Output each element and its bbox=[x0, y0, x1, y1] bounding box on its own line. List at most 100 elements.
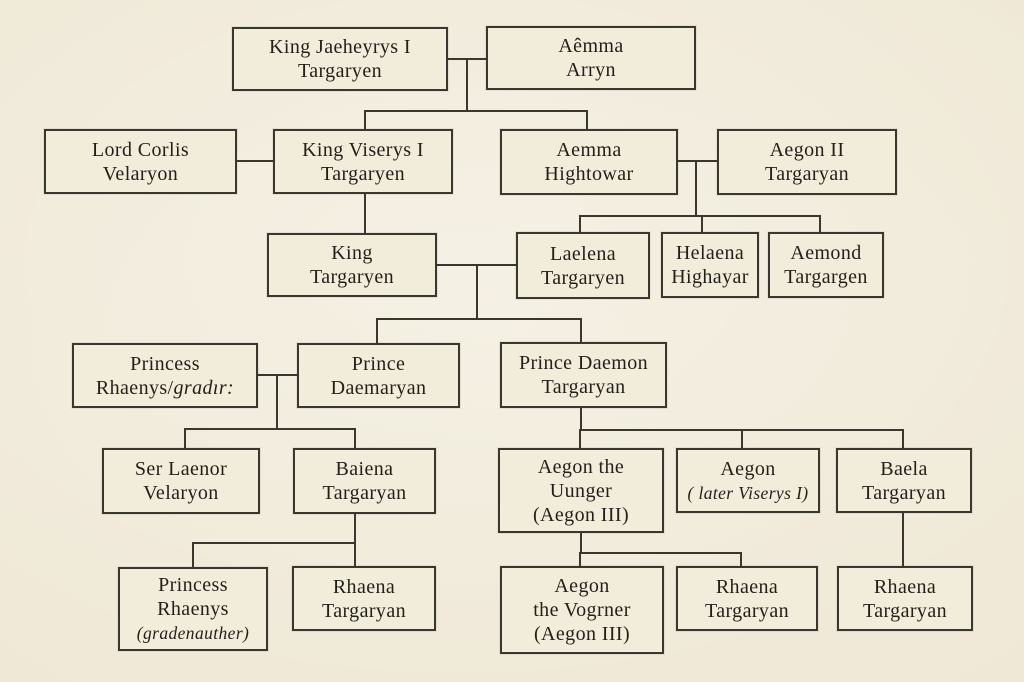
node-label-line: King Viserys I bbox=[302, 138, 424, 161]
tree-node-aegon-later-viserys: Aegon ( later Viserys I) bbox=[676, 448, 820, 513]
connector-line bbox=[364, 110, 588, 112]
node-label-line: Aemma bbox=[556, 139, 622, 161]
connector-line bbox=[701, 215, 703, 234]
node-label-segment-italic: gradır: bbox=[173, 376, 235, 399]
node-label-line: Rhaenys bbox=[157, 598, 229, 620]
node-label-line: Targaryen bbox=[320, 162, 405, 185]
connector-line bbox=[354, 514, 356, 544]
connector-line bbox=[237, 160, 275, 162]
connector-line bbox=[258, 374, 298, 376]
tree-node-prince-daemaryan: Prince Daemaryan bbox=[297, 343, 460, 408]
node-label-line: Rhaena bbox=[715, 575, 779, 598]
node-label-line: Targaryan bbox=[322, 482, 407, 504]
connector-line bbox=[579, 552, 742, 554]
connector-line bbox=[184, 428, 356, 430]
tree-node-helaena: Helaena Highayar bbox=[661, 232, 759, 298]
node-label-line: King bbox=[331, 242, 373, 264]
connector-line bbox=[476, 264, 478, 320]
tree-node-baiena: Baiena Targaryan bbox=[293, 448, 436, 514]
node-label-line: Aegon bbox=[720, 457, 776, 480]
node-label-line: Aegon bbox=[554, 575, 610, 597]
node-label-line: Targaryan bbox=[861, 481, 946, 504]
node-label-line: Targaryan bbox=[862, 599, 947, 622]
tree-node-aegon-younger: Aegon the Uunger (Aegon III) bbox=[498, 448, 664, 533]
node-label-line: Targaryen bbox=[297, 60, 382, 82]
connector-line bbox=[580, 408, 582, 431]
node-label-line: Princess bbox=[130, 352, 200, 375]
tree-node-aemond: Aemond Targargen bbox=[768, 232, 884, 298]
node-label-line: Uunger bbox=[549, 479, 613, 502]
node-label-line: Prince bbox=[351, 352, 406, 375]
node-label-line: (Aegon III) bbox=[533, 623, 631, 645]
connector-line bbox=[364, 194, 366, 234]
tree-node-laelena: Laelena Targaryen bbox=[516, 232, 650, 299]
tree-node-aemma-arryn: Aêmma Arryn bbox=[486, 26, 696, 90]
connector-line bbox=[354, 542, 356, 568]
node-label-line: Targaryen bbox=[309, 266, 394, 288]
connector-line bbox=[192, 542, 356, 544]
tree-node-princess-rhaenys: Princess Rhaenys/gradır: bbox=[72, 343, 258, 408]
tree-node-rhaena-3: Rhaena Targaryan bbox=[837, 566, 973, 631]
node-label-line-italic: ( later Viserys I) bbox=[687, 482, 809, 503]
node-label-line: Aemond bbox=[790, 242, 862, 264]
connector-line bbox=[740, 552, 742, 568]
connector-line bbox=[184, 428, 186, 450]
node-label-line: Targaryan bbox=[764, 163, 849, 185]
tree-node-prince-daemon: Prince Daemon Targaryan bbox=[500, 342, 667, 408]
connector-line bbox=[580, 533, 582, 554]
tree-node-king-targaryen: King Targaryen bbox=[267, 233, 437, 297]
node-label-line: Rhaena bbox=[873, 575, 937, 598]
node-label-line: Targargen bbox=[784, 266, 868, 288]
node-label-line: Daemaryan bbox=[330, 376, 427, 399]
tree-node-rhaena-1: Rhaena Targaryan bbox=[292, 566, 436, 631]
tree-node-lord-corlis: Lord Corlis Velaryon bbox=[44, 129, 237, 194]
tree-node-king-jaeheyrys: King Jaeheyrys I Targaryen bbox=[232, 27, 448, 91]
node-label-line: Velaryon bbox=[143, 482, 219, 504]
connector-line bbox=[695, 160, 697, 217]
node-label-line: Laelena bbox=[549, 242, 617, 265]
node-label-line: Ser Laenor bbox=[134, 458, 228, 480]
connector-line bbox=[376, 318, 582, 320]
connector-line bbox=[741, 429, 743, 450]
connector-line bbox=[678, 160, 718, 162]
connector-line bbox=[586, 110, 588, 131]
node-label-segment: Rhaenys/ bbox=[95, 376, 174, 399]
connector-line bbox=[902, 513, 904, 568]
node-label-line: Targaryan bbox=[541, 376, 626, 398]
node-label-line: Arryn bbox=[566, 59, 616, 81]
connector-line bbox=[364, 110, 366, 131]
connector-line bbox=[579, 429, 581, 450]
tree-node-rhaena-2: Rhaena Targaryan bbox=[676, 566, 818, 631]
tree-node-princess-rhaenys-2: Princess Rhaenys (gradenauther) bbox=[118, 567, 268, 651]
tree-node-baela: Baela Targaryan bbox=[836, 448, 972, 513]
node-label-line: Rhaenys/gradır: bbox=[96, 376, 234, 400]
connector-line bbox=[819, 215, 821, 234]
node-label-line: Hightowar bbox=[544, 163, 634, 185]
node-label-line: Targaryen bbox=[540, 266, 625, 289]
connector-line bbox=[579, 552, 581, 568]
node-label-line: Velaryon bbox=[102, 162, 179, 185]
tree-node-aemma-hightowar: Aemma Hightowar bbox=[500, 129, 678, 195]
node-label-line: Highayar bbox=[671, 266, 749, 288]
connector-line bbox=[466, 58, 468, 111]
node-label-line: Targaryan bbox=[321, 599, 406, 622]
node-label-line: (Aegon III) bbox=[532, 503, 630, 526]
connector-line bbox=[192, 542, 194, 569]
node-label-line: Aegon II bbox=[769, 139, 845, 161]
node-label-line: Targaryan bbox=[704, 599, 789, 622]
connector-line bbox=[580, 318, 582, 344]
node-label-line: Lord Corlis bbox=[91, 138, 190, 161]
tree-node-ser-laenor: Ser Laenor Velaryon bbox=[102, 448, 260, 514]
node-label-line: King Jaeheyrys I bbox=[269, 36, 411, 58]
node-label-line: Helaena bbox=[675, 242, 745, 264]
node-label-line: the Vogrner bbox=[533, 599, 631, 621]
tree-node-king-viserys: King Viserys I Targaryen bbox=[273, 129, 453, 194]
connector-line bbox=[579, 215, 821, 217]
node-label-line: Prince Daemon bbox=[518, 352, 649, 374]
tree-node-aegon-vogrner: Aegon the Vogrner (Aegon III) bbox=[500, 566, 664, 654]
node-label-line: Baiena bbox=[335, 458, 394, 480]
node-label-line: Aêmma bbox=[558, 35, 624, 57]
node-label-line: Princess bbox=[158, 574, 228, 596]
tree-node-aegon-ii: Aegon II Targaryan bbox=[717, 129, 897, 195]
